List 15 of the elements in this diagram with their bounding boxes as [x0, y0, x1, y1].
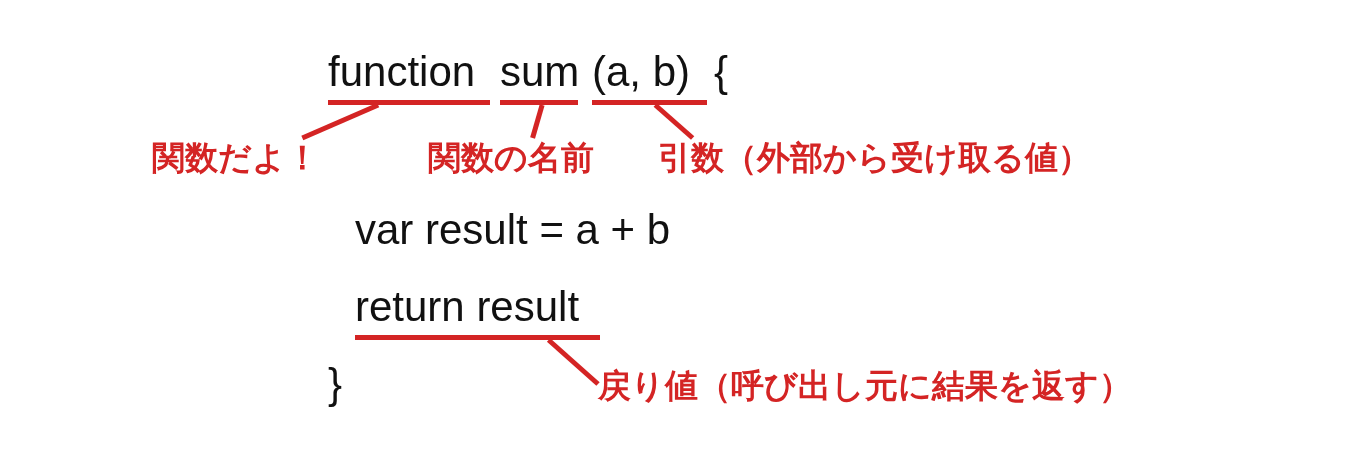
code-line: var result = a + b — [355, 206, 671, 254]
leader-line — [546, 338, 600, 386]
leader-line — [530, 104, 545, 139]
annotation-text: 戻り値（呼び出し元に結果を返す） — [598, 366, 1132, 406]
return-statement: return result — [355, 283, 600, 340]
function-name: sum — [500, 48, 578, 105]
parameter-list: (a, b) — [592, 48, 707, 105]
annotation-text: 関数の名前 — [428, 138, 594, 178]
opening-brace: { — [714, 48, 729, 96]
leader-line — [653, 103, 695, 140]
annotation-text: 関数だよ！ — [152, 138, 319, 178]
annotation-text: 引数（外部から受け取る値） — [658, 138, 1091, 178]
code-keyword: function — [328, 48, 490, 105]
leader-line — [301, 102, 380, 141]
closing-brace: } — [328, 360, 343, 408]
